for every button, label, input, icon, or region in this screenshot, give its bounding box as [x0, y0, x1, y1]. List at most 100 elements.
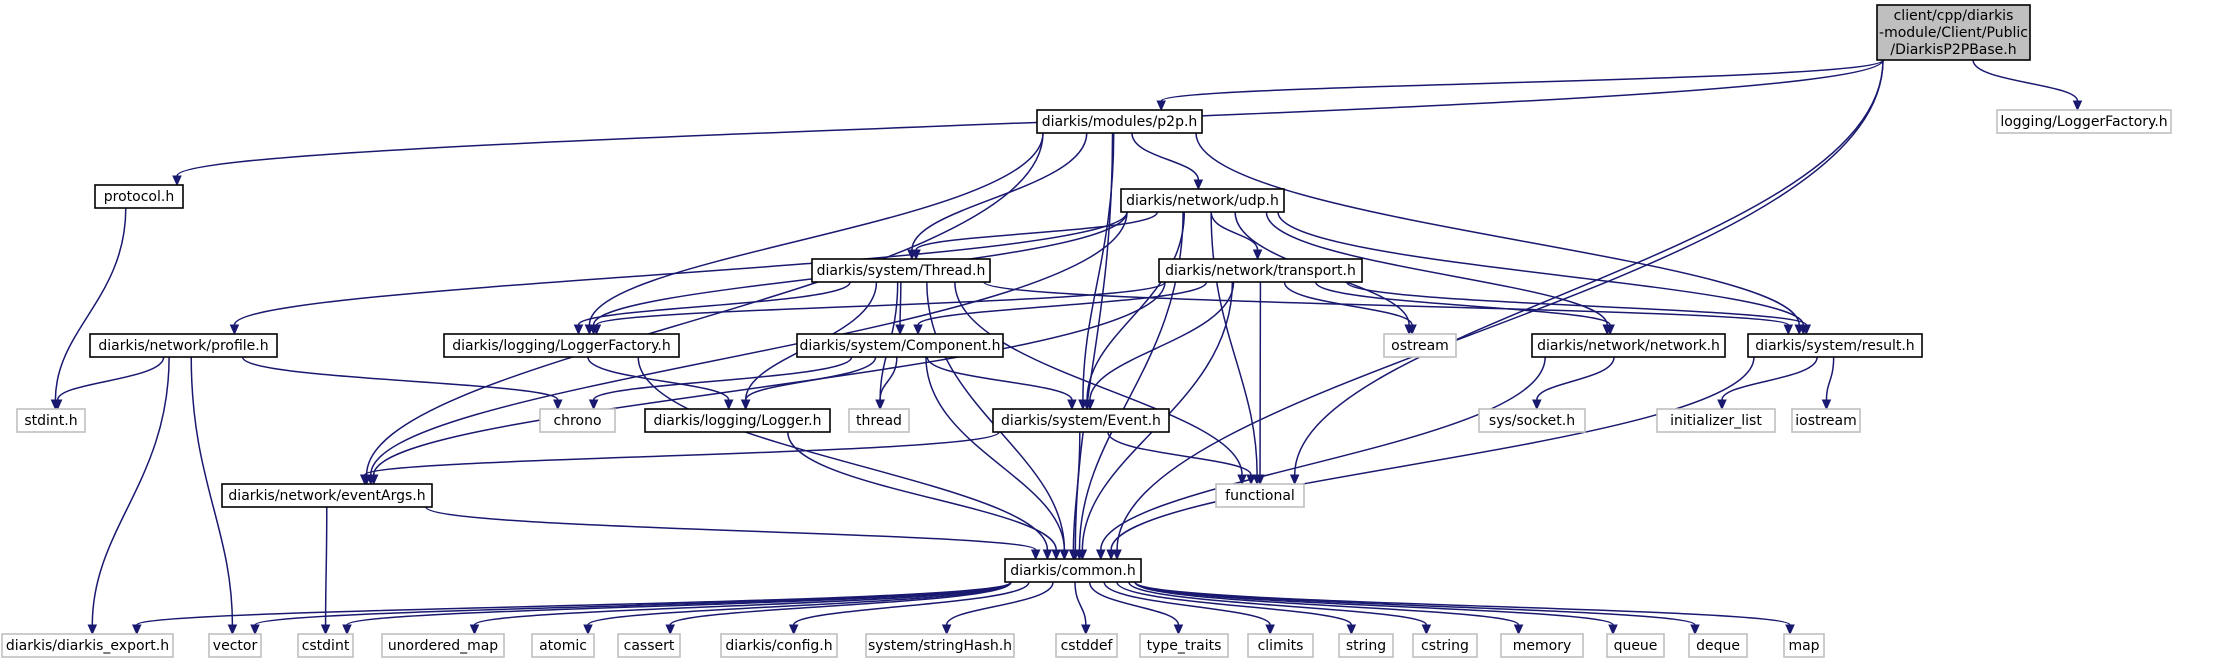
node-label: diarkis/network/network.h: [1537, 338, 1720, 354]
node-box: [1791, 408, 1861, 433]
node-profile[interactable]: diarkis/network/profile.h: [89, 333, 278, 358]
edge-line: [917, 281, 1208, 326]
edge-line: [1107, 431, 1252, 476]
edge-line: [1089, 281, 1235, 401]
edge-p2p-to-common: [1070, 132, 1114, 561]
node-box: [208, 633, 262, 658]
node-protocol[interactable]: protocol.h: [94, 184, 184, 209]
node-box: [1158, 258, 1363, 283]
edge-arrowhead: [1081, 624, 1091, 636]
node-result[interactable]: diarkis/system/result.h: [1747, 333, 1923, 358]
edge-arrowhead: [913, 324, 923, 336]
node-common[interactable]: diarkis/common.h: [1004, 558, 1142, 583]
edge-thread_h-to-loggerfactory: [573, 281, 851, 336]
node-loggerfactory[interactable]: diarkis/logging/LoggerFactory.h: [443, 333, 680, 358]
edge-arrowhead: [1068, 549, 1079, 561]
edge-root-to-common: [1112, 59, 1884, 561]
node-label: diarkis/config.h: [725, 638, 832, 654]
edge-arrowhead: [788, 624, 799, 636]
edge-network-to-common: [1096, 356, 1546, 561]
edge-common-to-cstddef: [1074, 581, 1091, 636]
node-functional: functional: [1215, 483, 1305, 508]
edge-line: [363, 431, 1000, 476]
node-box: [1247, 633, 1314, 658]
edge-line: [136, 581, 1012, 626]
node-logger[interactable]: diarkis/logging/Logger.h: [644, 408, 831, 433]
node-udp[interactable]: diarkis/network/udp.h: [1120, 188, 1285, 213]
edge-line: [1721, 356, 1818, 401]
node-box: [1120, 188, 1285, 213]
edge-line: [587, 581, 1012, 626]
edge-line: [1210, 211, 1259, 251]
edge-arrowhead: [1106, 549, 1116, 561]
edge-udp-to-thread_h: [911, 211, 1159, 261]
edge-network-to-syssocket: [1532, 356, 1615, 411]
node-iostream: iostream: [1791, 408, 1861, 433]
node-box: [1656, 408, 1776, 433]
node-label: cassert: [624, 638, 675, 654]
edge-arrowhead: [1407, 324, 1417, 336]
edge-line: [324, 506, 328, 626]
node-cstdint: cstdint: [297, 633, 354, 658]
edge-arrowhead: [573, 324, 584, 336]
edge-common-to-typetraits: [1088, 581, 1184, 636]
node-box: [796, 333, 1004, 358]
node-transport[interactable]: diarkis/network/transport.h: [1158, 258, 1363, 283]
edge-common-to-vector: [250, 581, 1012, 636]
node-thread_h[interactable]: diarkis/system/Thread.h: [811, 258, 991, 283]
node-chrono: chrono: [539, 408, 616, 433]
node-component[interactable]: diarkis/system/Component.h: [796, 333, 1004, 358]
node-label: diarkis/network/transport.h: [1165, 263, 1356, 279]
edge-line: [1110, 356, 1755, 551]
edge-line: [56, 356, 165, 401]
node-label: diarkis/logging/Logger.h: [653, 413, 821, 429]
edge-line: [1116, 59, 1884, 551]
node-label: thread: [856, 413, 902, 429]
node-export: diarkis/diarkis_export.h: [1, 633, 174, 658]
edge-transport-to-ostream: [1283, 281, 1417, 336]
node-label: climits: [1258, 638, 1304, 654]
edge-arrowhead: [1289, 474, 1300, 486]
node-event[interactable]: diarkis/system/Event.h: [992, 408, 1170, 433]
edge-line: [365, 132, 1044, 476]
edge-arrowhead: [1246, 474, 1256, 486]
node-string: string: [1338, 633, 1394, 658]
edge-line: [792, 581, 1030, 626]
edge-arrowhead: [87, 624, 98, 636]
node-label: cstddef: [1061, 638, 1114, 654]
node-climits: climits: [1247, 633, 1314, 658]
edge-arrowhead: [359, 474, 370, 486]
node-box: [720, 633, 838, 658]
edge-event-to-functional: [1107, 431, 1256, 486]
edge-arrowhead: [1252, 249, 1263, 261]
node-box: [1, 633, 174, 658]
edge-transport-to-component: [913, 281, 1208, 336]
edge-line: [744, 356, 877, 401]
node-label: diarkis/common.h: [1010, 563, 1135, 579]
node-eventargs[interactable]: diarkis/network/eventArgs.h: [221, 483, 433, 508]
node-box: [539, 408, 616, 433]
node-label: diarkis/network/profile.h: [98, 338, 268, 354]
node-label: deque: [1696, 638, 1740, 654]
edge-line: [637, 356, 1049, 551]
node-deque: deque: [1688, 633, 1748, 658]
edge-common-to-memory: [1134, 581, 1524, 636]
node-p2p[interactable]: diarkis/modules/p2p.h: [1036, 109, 1203, 134]
node-label: diarkis/system/result.h: [1755, 338, 1914, 354]
node-typetraits: type_traits: [1139, 633, 1229, 658]
edge-line: [588, 132, 1044, 326]
node-umap: unordered_map: [381, 633, 505, 658]
edge-thread_h-to-functional: [954, 281, 1247, 486]
node-label: map: [1788, 638, 1819, 654]
node-box: [1215, 483, 1305, 508]
node-memory: memory: [1500, 633, 1584, 658]
edge-arrowhead: [250, 624, 260, 636]
edge-transport-to-functional: [1255, 281, 1265, 486]
node-label: diarkis/system/Component.h: [799, 338, 1000, 354]
edge-arrowhead: [1042, 549, 1053, 561]
edge-arrowhead: [1059, 549, 1070, 561]
edge-p2p-to-loggerfactory: [584, 132, 1044, 336]
node-network[interactable]: diarkis/network/network.h: [1531, 333, 1726, 358]
edge-root-to-logfact_sys: [1972, 59, 2083, 112]
edge-root-to-p2p: [1156, 59, 1884, 112]
